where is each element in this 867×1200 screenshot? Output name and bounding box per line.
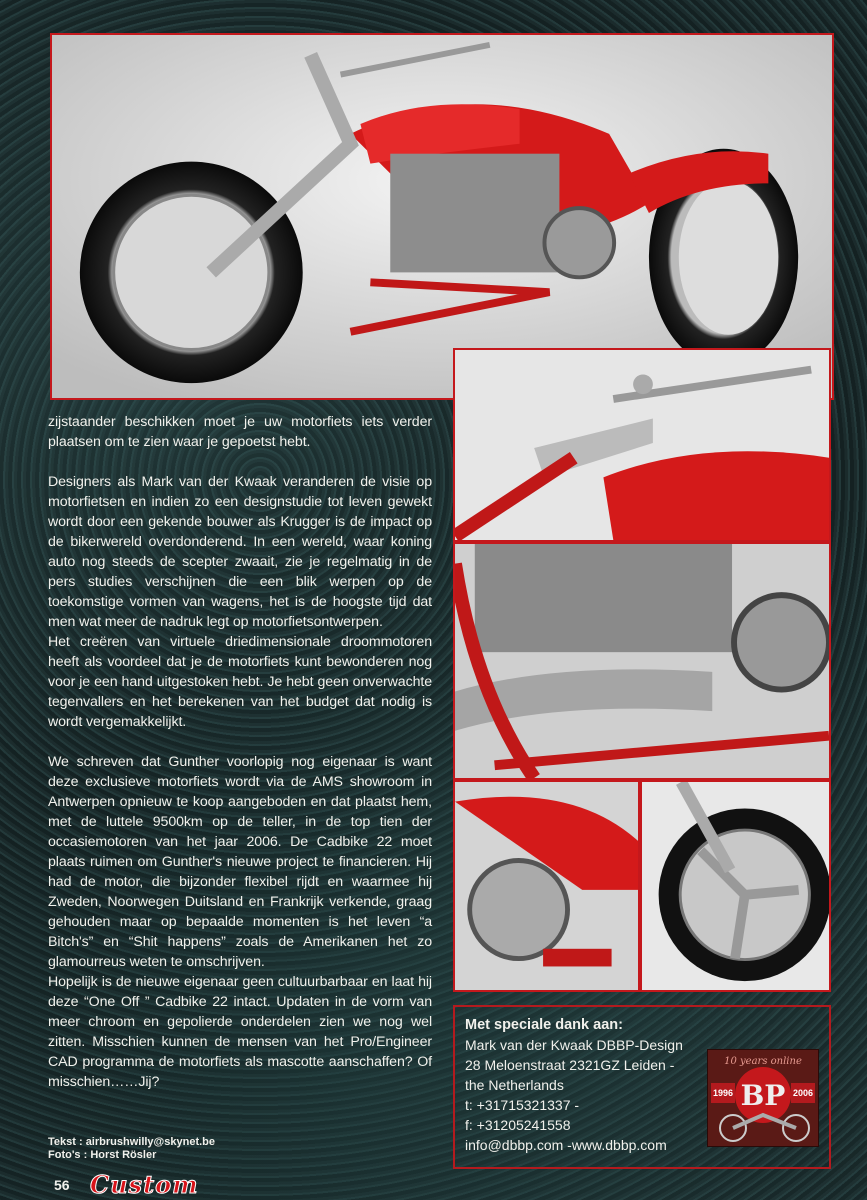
clutch-detail-photo	[453, 780, 640, 992]
magazine-logo: Custom	[90, 1170, 199, 1200]
main-motorcycle-photo	[50, 33, 834, 400]
badge-year-end: 2006	[790, 1083, 815, 1103]
badge-title: 10 years online	[724, 1056, 802, 1067]
paragraph: Hopelijk is de nieuwe eigenaar geen cult…	[48, 974, 432, 1090]
paragraph: We schreven dat Gunther voorlopig nog ei…	[48, 754, 432, 970]
svg-text:BP: BP	[741, 1079, 786, 1112]
thanks-line: f: +31205241558	[465, 1117, 571, 1133]
photo-credit: Foto's : Horst Rösler	[48, 1149, 157, 1161]
thanks-line: 28 Meloenstraat 2321GZ Leiden -	[465, 1057, 675, 1073]
thanks-heading: Met speciale dank aan:	[465, 1017, 623, 1033]
paragraph: Designers als Mark van der Kwaak verande…	[48, 474, 432, 630]
text-credit: Tekst : airbrushwilly@skynet.be	[48, 1136, 216, 1148]
thanks-line: t: +31715321337 -	[465, 1097, 580, 1113]
thanks-line: Mark van der Kwaak DBBP-Design	[465, 1037, 683, 1053]
wheel-detail-photo	[640, 780, 831, 992]
dbbp-anniversary-badge: 10 years online BP 1996 2006	[707, 1049, 819, 1147]
thanks-line: info@dbbp.com -www.dbbp.com	[465, 1137, 667, 1153]
tank-detail-photo	[453, 348, 831, 542]
article-credits: Tekst : airbrushwilly@skynet.be Foto's :…	[48, 1136, 215, 1162]
badge-year-start: 1996	[711, 1083, 736, 1103]
thanks-line: the Netherlands	[465, 1077, 564, 1093]
article-body: zijstaander beschikken moet je uw motorf…	[48, 412, 432, 1092]
paragraph: Het creëren van virtuele driedimensional…	[48, 634, 432, 730]
thanks-box: Met speciale dank aan: Mark van der Kwaa…	[453, 1005, 831, 1169]
page-number: 56	[54, 1177, 70, 1193]
engine-detail-photo	[453, 542, 831, 780]
paragraph: zijstaander beschikken moet je uw motorf…	[48, 414, 432, 450]
